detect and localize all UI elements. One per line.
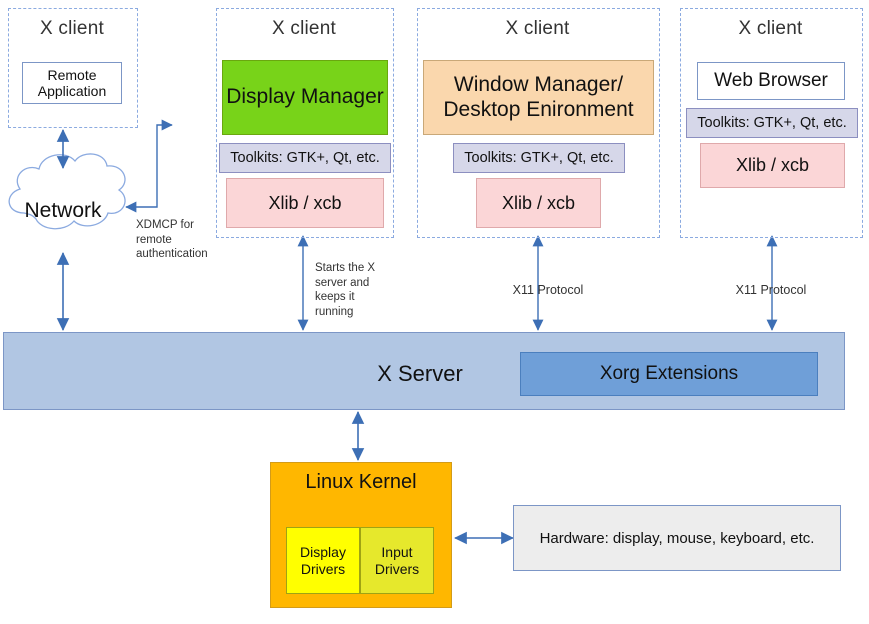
xorg-extensions-box[interactable]: Xorg Extensions: [520, 352, 818, 396]
linux-kernel-label: Linux Kernel: [305, 471, 417, 493]
box-remote-application[interactable]: Remote Application: [22, 62, 122, 104]
connector-label-starts-server: Starts the X server and keeps it running: [315, 261, 385, 320]
client-panel-display-manager-title: X client: [272, 18, 336, 39]
hardware-label: Hardware: display, mouse, keyboard, etc.: [539, 529, 815, 547]
client-panel-web-browser-title: X client: [738, 18, 803, 39]
box-xlib-display-manager-label: Xlib / xcb: [268, 192, 342, 213]
input-drivers-box[interactable]: Input Drivers: [360, 527, 434, 594]
network-label: Network: [24, 199, 102, 222]
display-drivers-box[interactable]: Display Drivers: [286, 527, 360, 594]
arrow-xdmcp: [125, 119, 173, 213]
box-xlib-display-manager[interactable]: Xlib / xcb: [226, 178, 384, 228]
client-panel-window-manager-title: X client: [505, 18, 570, 39]
box-toolkits-window-manager[interactable]: Toolkits: GTK+, Qt, etc.: [453, 143, 625, 173]
xorg-extensions-label: Xorg Extensions: [599, 363, 739, 384]
connector-label-xdmcp: XDMCP for remote authentication: [136, 218, 231, 262]
box-xlib-window-manager-label: Xlib / xcb: [501, 192, 576, 213]
box-window-manager-label-line1: Window Manager/: [453, 73, 624, 97]
box-web-browser-label: Web Browser: [714, 70, 828, 92]
connector-label-starts-server-line3: keeps it: [315, 291, 355, 304]
box-display-manager-label: Display Manager: [226, 85, 384, 109]
box-toolkits-web-browser[interactable]: Toolkits: GTK+, Qt, etc.: [686, 108, 858, 138]
connector-label-x11-web-browser: X11 Protocol: [735, 283, 807, 297]
box-toolkits-display-manager-label: Toolkits: GTK+, Qt, etc.: [230, 149, 380, 166]
x-server-label: X Server: [377, 361, 463, 386]
box-remote-application-label: Remote Application: [37, 66, 107, 99]
input-drivers-label-line2: Drivers: [374, 560, 420, 577]
network-cloud: [8, 153, 126, 230]
connector-label-starts-server-line2: server and: [315, 276, 370, 289]
hardware-box[interactable]: Hardware: display, mouse, keyboard, etc.: [513, 505, 841, 571]
box-display-manager[interactable]: Display Manager: [222, 60, 388, 135]
box-window-manager[interactable]: Window Manager/ Desktop Enironment: [423, 60, 654, 135]
box-xlib-web-browser-label: Xlib / xcb: [735, 155, 810, 176]
box-xlib-web-browser[interactable]: Xlib / xcb: [700, 143, 845, 188]
box-toolkits-window-manager-label: Toolkits: GTK+, Qt, etc.: [464, 149, 614, 166]
client-panel-display-manager: [216, 8, 394, 238]
box-web-browser[interactable]: Web Browser: [697, 62, 845, 100]
connector-label-xdmcp-line3: authentication: [136, 248, 208, 261]
box-window-manager-label-line2: Desktop Enironment: [443, 97, 634, 121]
connector-label-xdmcp-line1: XDMCP for: [136, 219, 194, 231]
client-panel-remote: [8, 8, 138, 128]
box-xlib-window-manager[interactable]: Xlib / xcb: [476, 178, 601, 228]
client-panel-window-manager: [417, 8, 660, 238]
display-drivers-label-line1: Display: [300, 544, 346, 561]
input-drivers-label-line1: Input: [381, 544, 413, 561]
box-toolkits-web-browser-label: Toolkits: GTK+, Qt, etc.: [697, 114, 847, 131]
display-drivers-label-line2: Drivers: [300, 560, 346, 577]
connector-label-x11-window-manager: X11 Protocol: [512, 283, 584, 297]
connector-label-starts-server-line1: Starts the X: [315, 262, 376, 274]
client-panel-web-browser: [680, 8, 863, 238]
box-toolkits-display-manager[interactable]: Toolkits: GTK+, Qt, etc.: [219, 143, 391, 173]
connector-label-xdmcp-line2: remote: [136, 233, 172, 246]
connector-label-starts-server-line4: running: [315, 306, 354, 319]
client-panel-remote-title: X client: [40, 18, 104, 39]
